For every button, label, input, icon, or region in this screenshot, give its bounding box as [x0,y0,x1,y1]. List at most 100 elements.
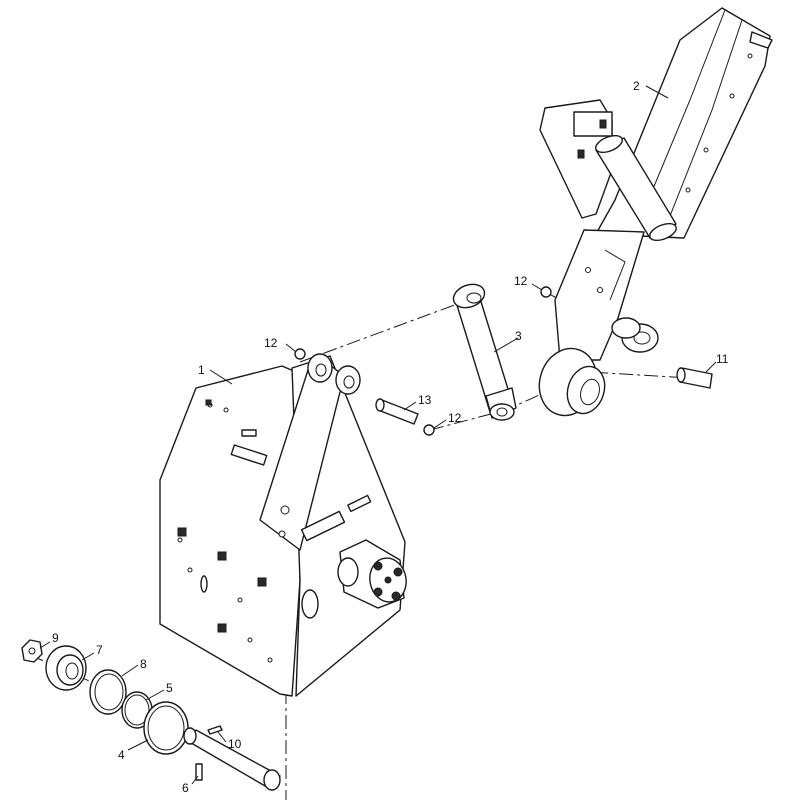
motor-flange [337,557,359,587]
washer-12-middle [423,424,435,436]
hydraulic-cylinder-part [452,283,517,421]
callout-12-middle: 12 [448,411,462,425]
boom-beam-flange [665,19,743,227]
callout-10: 10 [228,737,242,751]
motor-bolt [373,587,383,597]
leader-5 [145,689,165,701]
boom-tip-slot [749,31,773,49]
boom-beam-edge [639,9,726,221]
bolt-hole [703,147,709,153]
main-frame-part [159,353,406,697]
clevis-bore [633,331,651,345]
callout-12-right: 12 [514,274,528,288]
motor-bolt [373,561,383,571]
nut-9-bore [28,647,36,655]
callout-7: 7 [96,643,103,657]
frame-hole [278,530,286,538]
frame-nut [217,551,227,561]
leader-7 [81,652,95,661]
frame-slot [300,510,346,542]
leader-12c [531,283,543,291]
callout-4: 4 [118,748,125,762]
leader-8 [121,664,139,677]
frame-nut [217,623,227,633]
callout-9: 9 [52,631,59,645]
frame-hole [237,597,243,603]
callout-13: 13 [418,393,432,407]
pin-13-end [375,398,385,412]
hydraulic-motor [337,539,407,609]
clevis-ear [611,317,641,339]
bolt-hole [729,93,735,99]
callout-11: 11 [716,352,729,366]
frame-hole [267,657,273,663]
cylinder-bottom-bore [496,407,508,417]
leader-6 [191,775,199,785]
pivot-bore [580,378,600,406]
axis-lower-pivot [429,371,691,431]
motor-bolt [393,567,403,577]
leader-12b [433,419,447,429]
bolt-hole [747,53,753,59]
bolt-hole [685,187,691,193]
callout-1: 1 [198,363,205,377]
pin-11-part [676,367,713,389]
boom-arm-part [538,7,773,417]
frame-slot [241,429,257,437]
frame-hole [187,567,193,573]
pivot-shaft-group [183,725,281,791]
frame-hole [177,537,183,543]
seal-4-bore [147,705,185,751]
frame-oval-hole [301,589,319,619]
oring-5-bore [124,694,150,726]
motor-bolt [391,591,401,601]
mount-hole [597,287,603,293]
frame-nut [177,527,187,537]
frame-slot [230,444,268,466]
leader-2 [645,85,669,99]
ring-8-bore [94,673,124,711]
callout-8: 8 [140,657,147,671]
leader-4 [127,739,149,751]
shaft-end [263,769,281,791]
lower-mount-edge [604,249,626,301]
callout-5: 5 [166,681,173,695]
mount-hole [585,267,591,273]
callout-2: 2 [633,79,640,93]
hub-stack [21,639,189,755]
pin-end [676,367,686,383]
washer-12-left [294,348,306,360]
leader-12a [285,343,297,353]
axis-cylinder-top [299,299,469,363]
frame-hole [247,637,253,643]
motor-port [384,576,392,584]
frame-nut [205,399,212,406]
leader-11 [705,361,717,373]
hub-7-bore [65,662,79,680]
frame-hole [280,505,290,515]
arm-side-bore [343,375,355,389]
bracket-nut [599,119,607,129]
callout-3: 3 [515,329,522,343]
washers-12 [294,286,552,436]
callout-12-left: 12 [264,336,278,350]
frame-slot [347,494,372,513]
leader-lines [39,85,717,785]
frame-nut [257,577,267,587]
frame-left-face [159,365,301,697]
leader-13 [403,401,417,411]
leader-3 [493,337,519,353]
callout-6: 6 [182,781,189,795]
cross-tube-end [595,134,623,154]
leader-10 [217,731,227,743]
lower-mount-plate [554,229,645,361]
cylinder-top-bore [466,292,482,304]
key-10 [207,725,223,735]
washer-12-right [540,286,552,298]
leader-9 [39,641,51,649]
callout-labels: 1 2 3 4 5 6 7 8 9 10 11 12 12 12 13 [52,79,729,795]
shaft-tip [183,727,197,745]
frame-oval-hole [200,575,208,593]
